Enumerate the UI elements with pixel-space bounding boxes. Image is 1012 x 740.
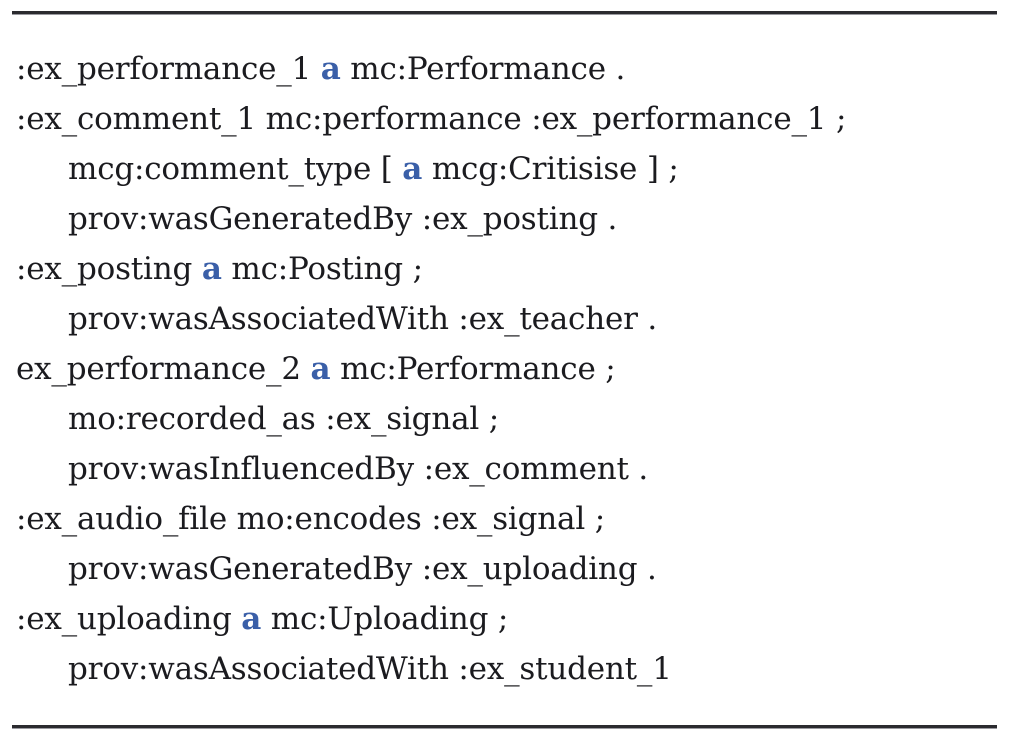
top-horizontal-rule — [12, 11, 997, 15]
code-line: prov:wasAssociatedWith :ex_student_1 — [0, 644, 1012, 694]
code-text: mc:Posting ; — [221, 251, 423, 287]
code-text: prov:wasAssociatedWith :ex_teacher . — [68, 301, 658, 337]
rdf-type-keyword: a — [320, 51, 341, 87]
code-text: mc:Uploading ; — [261, 601, 509, 637]
code-text: prov:wasGeneratedBy :ex_posting . — [68, 201, 618, 237]
code-text: mc:Performance ; — [330, 351, 616, 387]
code-line: :ex_uploading a mc:Uploading ; — [0, 594, 1012, 644]
code-line: :ex_performance_1 a mc:Performance . — [0, 44, 1012, 94]
code-line: :ex_audio_file mo:encodes :ex_signal ; — [0, 494, 1012, 544]
code-line: prov:wasGeneratedBy :ex_uploading . — [0, 544, 1012, 594]
code-text: prov:wasAssociatedWith :ex_student_1 — [68, 651, 672, 687]
code-text: :ex_comment_1 mc:performance :ex_perform… — [16, 101, 847, 137]
code-text: :ex_performance_1 — [16, 51, 321, 87]
code-text: :ex_uploading — [16, 601, 242, 637]
code-line: :ex_posting a mc:Posting ; — [0, 244, 1012, 294]
code-line: mo:recorded_as :ex_signal ; — [0, 394, 1012, 444]
code-text: prov:wasInfluencedBy :ex_comment . — [68, 451, 649, 487]
rdf-type-keyword: a — [241, 601, 262, 637]
code-text: :ex_posting — [16, 251, 202, 287]
code-line: prov:wasAssociatedWith :ex_teacher . — [0, 294, 1012, 344]
code-line: prov:wasInfluencedBy :ex_comment . — [0, 444, 1012, 494]
code-block: :ex_performance_1 a mc:Performance .:ex_… — [0, 44, 1012, 694]
code-text: mcg:comment_type [ — [68, 151, 403, 187]
code-text: :ex_audio_file mo:encodes :ex_signal ; — [16, 501, 605, 537]
code-line: prov:wasGeneratedBy :ex_posting . — [0, 194, 1012, 244]
code-text: mo:recorded_as :ex_signal ; — [68, 401, 499, 437]
code-line: ex_performance_2 a mc:Performance ; — [0, 344, 1012, 394]
rdf-type-keyword: a — [201, 251, 222, 287]
code-text: mcg:Critisise ] ; — [422, 151, 679, 187]
code-text: mc:Performance . — [340, 51, 626, 87]
code-text: prov:wasGeneratedBy :ex_uploading . — [68, 551, 657, 587]
rdf-type-keyword: a — [310, 351, 331, 387]
code-text: ex_performance_2 — [16, 351, 311, 387]
bottom-horizontal-rule — [12, 725, 997, 729]
code-line: mcg:comment_type [ a mcg:Critisise ] ; — [0, 144, 1012, 194]
rdf-type-keyword: a — [402, 151, 423, 187]
code-line: :ex_comment_1 mc:performance :ex_perform… — [0, 94, 1012, 144]
